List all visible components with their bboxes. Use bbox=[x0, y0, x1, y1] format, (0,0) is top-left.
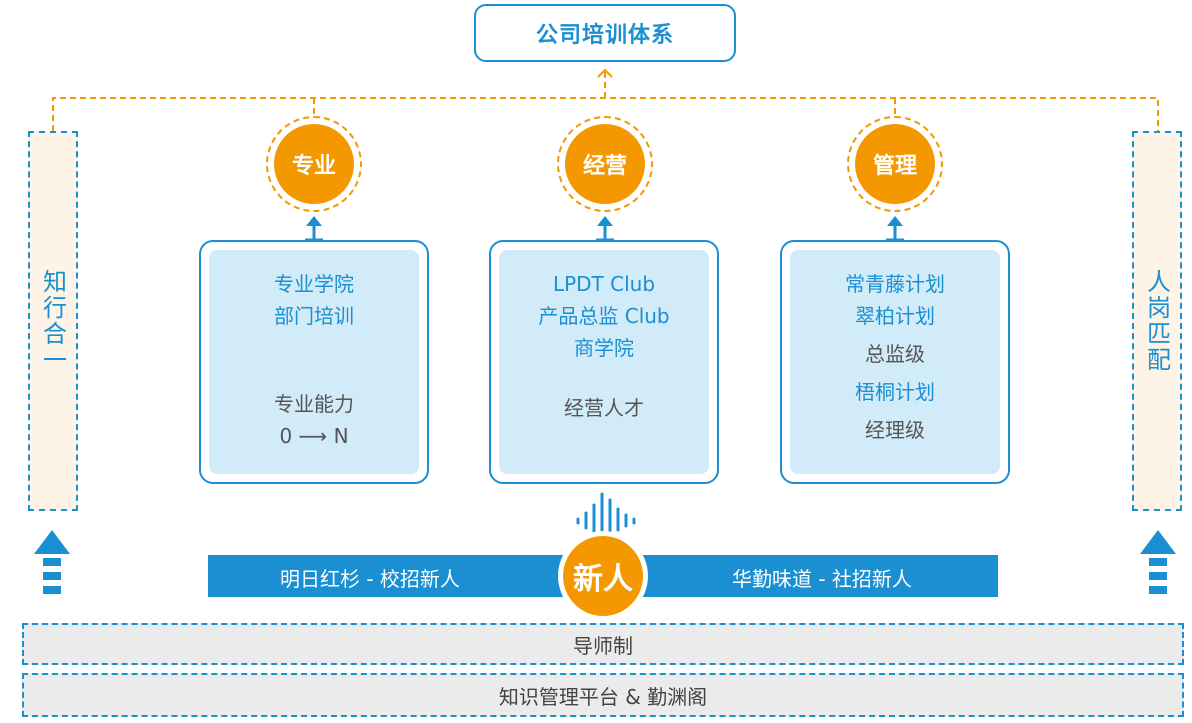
card-jingying: LPDT Club 产品总监 Club 商学院 经营人才 bbox=[489, 240, 719, 484]
left-banner-zhixing: 知行合一 bbox=[28, 131, 78, 511]
system-title: 公司培训体系 bbox=[474, 4, 736, 62]
card-line: 商学院 bbox=[574, 336, 634, 360]
card-line: 专业学院 bbox=[274, 272, 354, 296]
up-arrow-icon bbox=[1140, 530, 1176, 594]
platform-bar: 知识管理平台 & 勤渊阁 bbox=[22, 673, 1184, 717]
circle-label: 管理 bbox=[855, 124, 935, 204]
sound-wave-icon bbox=[576, 492, 636, 542]
card-line: 产品总监 Club bbox=[538, 304, 670, 328]
right-banner-rengang: 人岗匹配 bbox=[1132, 131, 1182, 511]
card-guanli: 常青藤计划 翠柏计划 总监级 梧桐计划 经理级 bbox=[780, 240, 1010, 484]
card-zhuanye: 专业学院 部门培训 专业能力 0 ⟶ N bbox=[199, 240, 429, 484]
mentor-bar: 导师制 bbox=[22, 623, 1184, 665]
card-line: 经营人才 bbox=[564, 396, 644, 420]
card-line: 经理级 bbox=[865, 418, 925, 442]
card-line: 常青藤计划 bbox=[845, 272, 945, 296]
circle-label: 经营 bbox=[565, 124, 645, 204]
card-line: LPDT Club bbox=[552, 272, 656, 296]
circle-jingying: 经营 bbox=[557, 116, 653, 212]
campus-hire-label: 明日红杉 - 校招新人 bbox=[280, 567, 460, 591]
card-line: 部门培训 bbox=[274, 304, 354, 328]
card-line: 梧桐计划 bbox=[855, 380, 935, 404]
circle-label: 专业 bbox=[274, 124, 354, 204]
card-line: 0 ⟶ N bbox=[279, 424, 349, 448]
card-line: 总监级 bbox=[865, 342, 925, 366]
new-hire-badge-label: 新人 bbox=[563, 536, 643, 616]
up-arrow-icon bbox=[34, 530, 70, 594]
card-line: 专业能力 bbox=[274, 392, 354, 416]
social-hire-label: 华勤味道 - 社招新人 bbox=[732, 567, 912, 591]
circle-zhuanye: 专业 bbox=[266, 116, 362, 212]
circle-guanli: 管理 bbox=[847, 116, 943, 212]
new-hire-badge: 新人 bbox=[558, 531, 648, 621]
card-line: 翠柏计划 bbox=[855, 304, 935, 328]
